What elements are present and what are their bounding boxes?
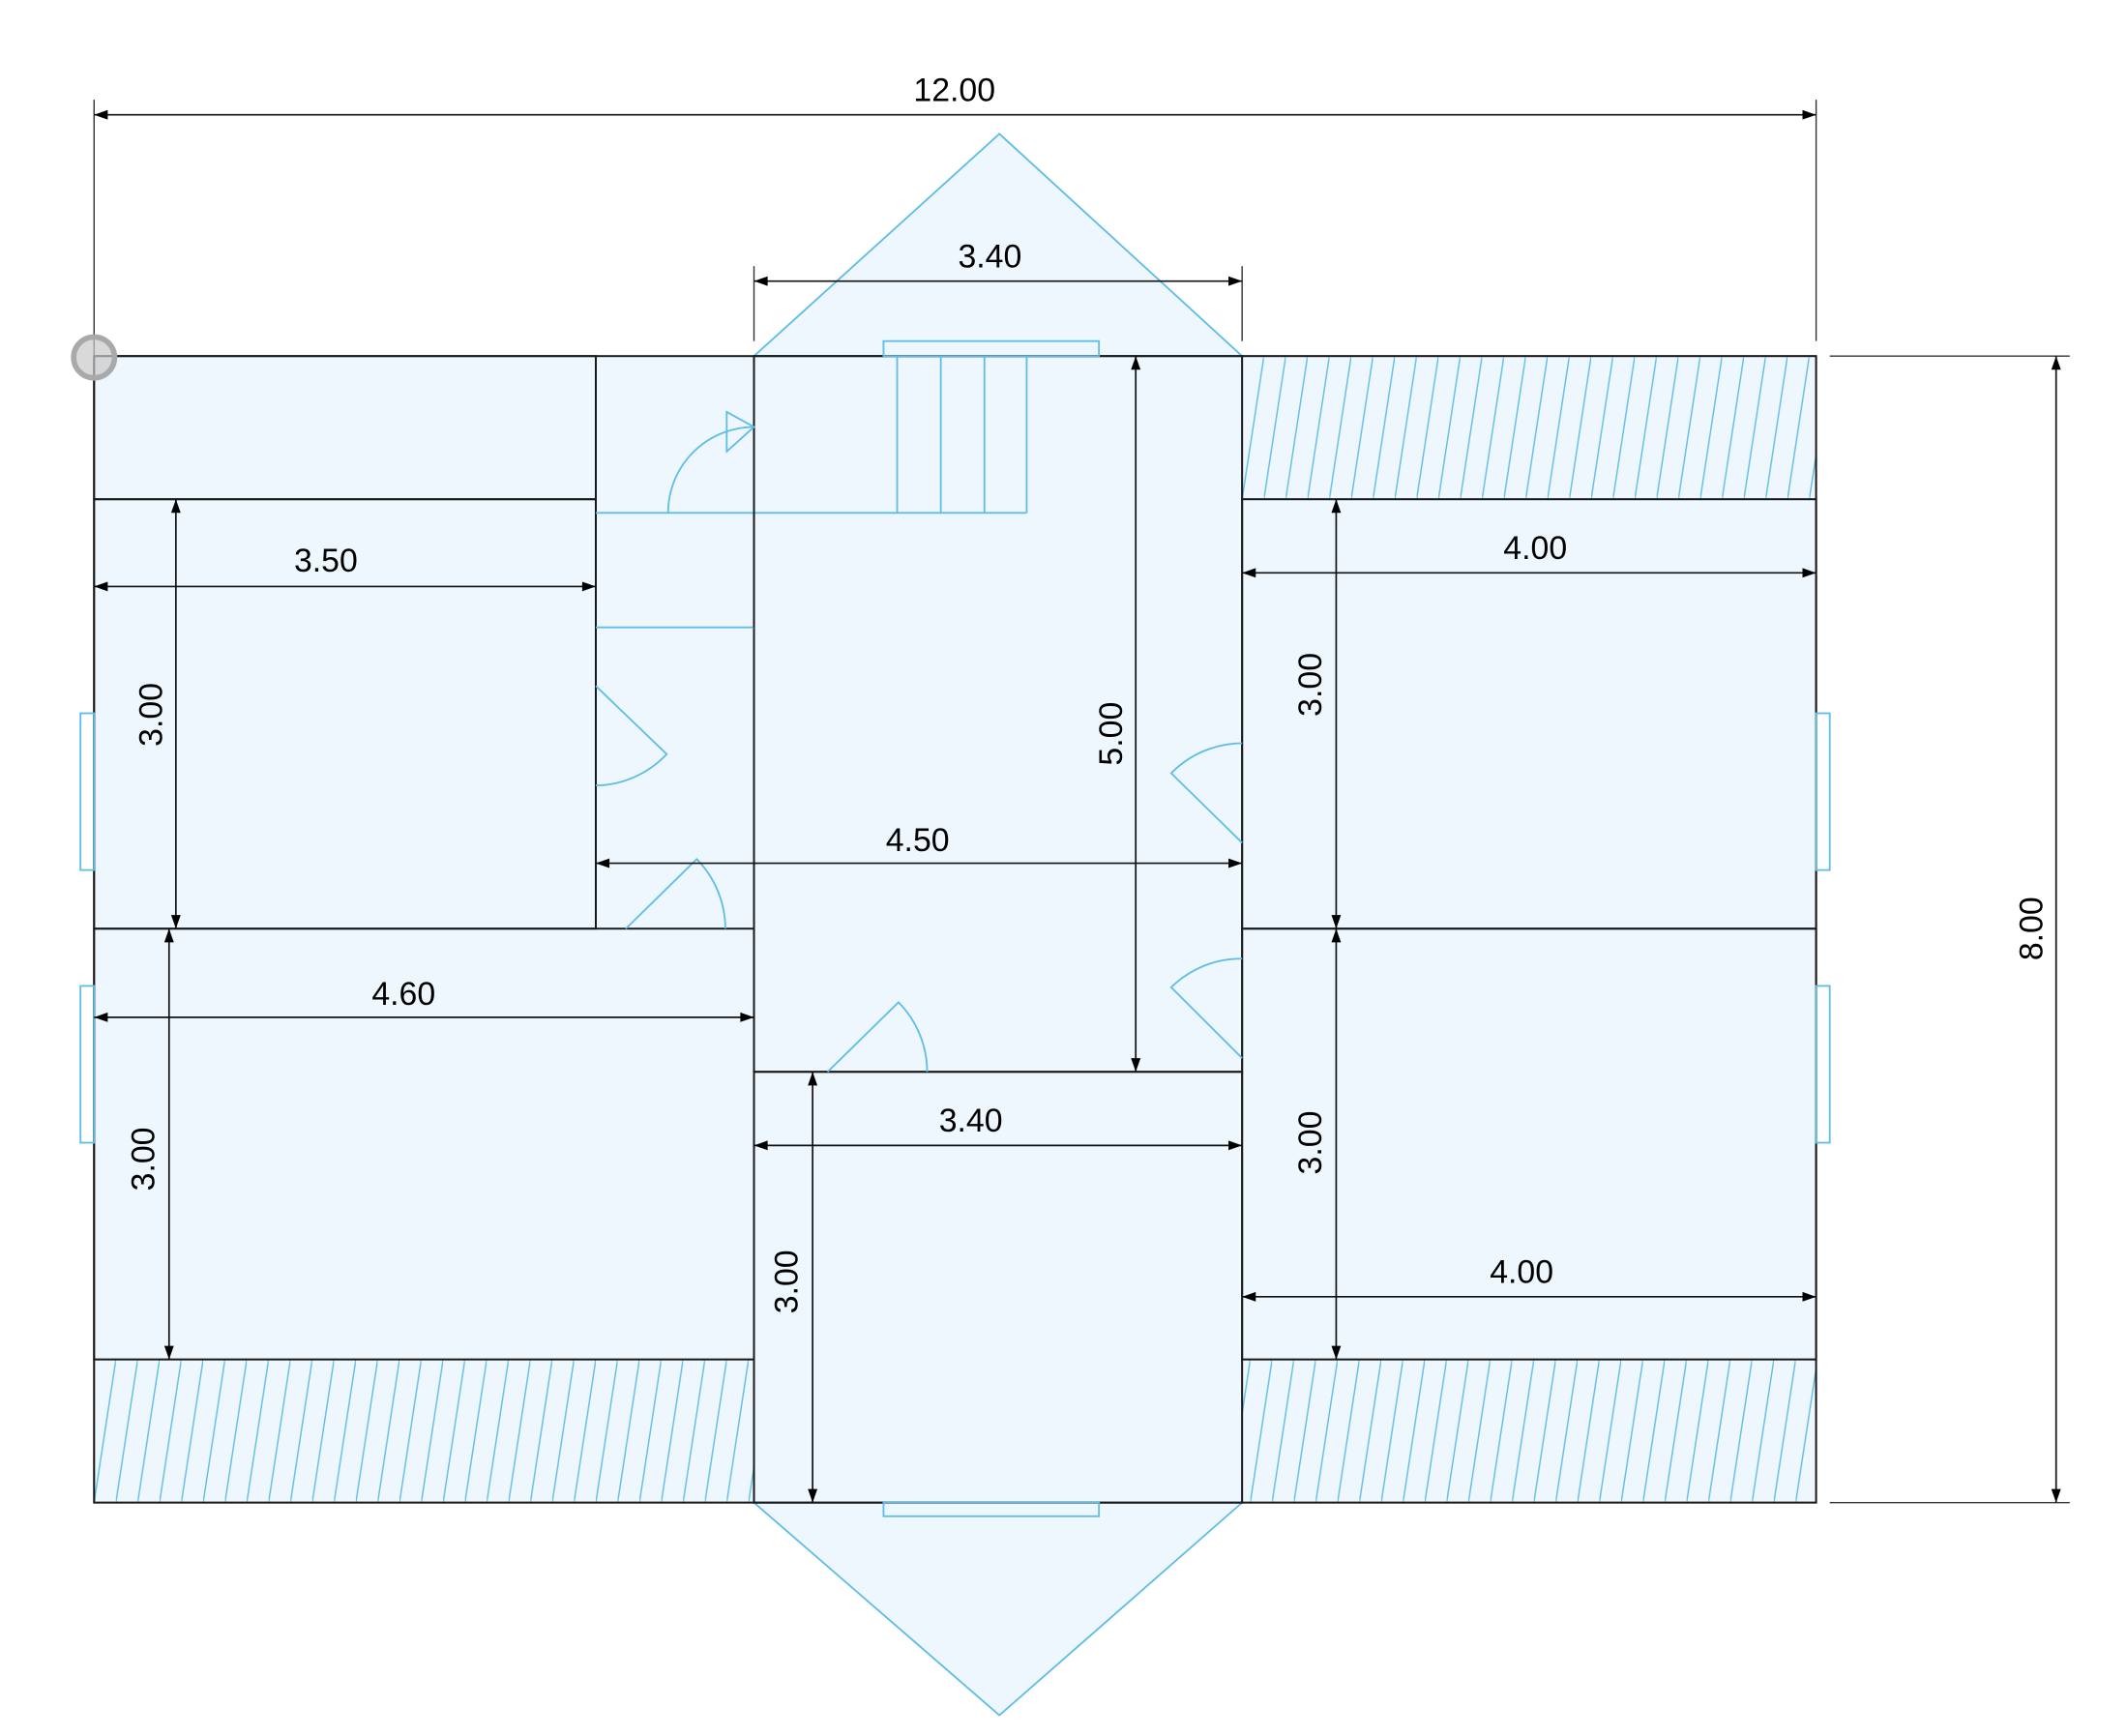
door-top-right-room[interactable] <box>1169 742 1243 844</box>
window-left-bottom[interactable] <box>79 985 96 1144</box>
dim-overall-height[interactable]: 8.00 <box>2014 897 2051 960</box>
origin-handle-icon[interactable] <box>71 334 118 381</box>
window-right-top[interactable] <box>1815 712 1831 871</box>
dim-room-top-right-height[interactable]: 3.00 <box>1292 653 1329 717</box>
dimension-lines <box>94 109 2061 1503</box>
door-bottom-right-room[interactable] <box>1169 957 1243 1059</box>
dim-overall-width[interactable]: 12.00 <box>913 73 995 109</box>
stairs[interactable] <box>596 339 1101 629</box>
dim-room-top-left-height[interactable]: 3.00 <box>133 683 170 747</box>
dim-room-bottom-right-width[interactable]: 4.00 <box>1490 1254 1553 1291</box>
dim-room-bottom-right-height[interactable]: 3.00 <box>1292 1111 1329 1175</box>
dim-room-top-left-width[interactable]: 3.50 <box>294 543 358 579</box>
window-bottom[interactable] <box>882 1501 1101 1517</box>
extension-lines <box>93 100 2070 1504</box>
window-left-top[interactable] <box>79 712 96 871</box>
hatched-zone-top-right[interactable] <box>1241 355 1817 501</box>
dim-hall-width[interactable]: 4.50 <box>886 822 950 859</box>
hatched-zone-bottom-left[interactable] <box>93 1358 755 1504</box>
window-right-bottom[interactable] <box>1815 985 1831 1144</box>
dim-room-top-right-width[interactable]: 4.00 <box>1503 530 1567 567</box>
dim-room-bottom-left-width[interactable]: 4.60 <box>371 976 435 1013</box>
bottom-bay[interactable] <box>752 1501 1245 1717</box>
door-top-left-room[interactable] <box>595 685 668 787</box>
dim-top-bay-width[interactable]: 3.40 <box>958 239 1021 276</box>
door-bottom-center-room[interactable] <box>826 1001 929 1073</box>
dim-room-bottom-center-height[interactable]: 3.00 <box>769 1250 806 1313</box>
hatched-zone-bottom-right[interactable] <box>1241 1358 1817 1504</box>
direction-arrow-icon <box>666 410 756 514</box>
dim-hall-height[interactable]: 5.00 <box>1093 702 1130 766</box>
dim-room-bottom-center-width[interactable]: 3.40 <box>939 1103 1003 1139</box>
dim-room-bottom-left-height[interactable]: 3.00 <box>125 1128 162 1192</box>
